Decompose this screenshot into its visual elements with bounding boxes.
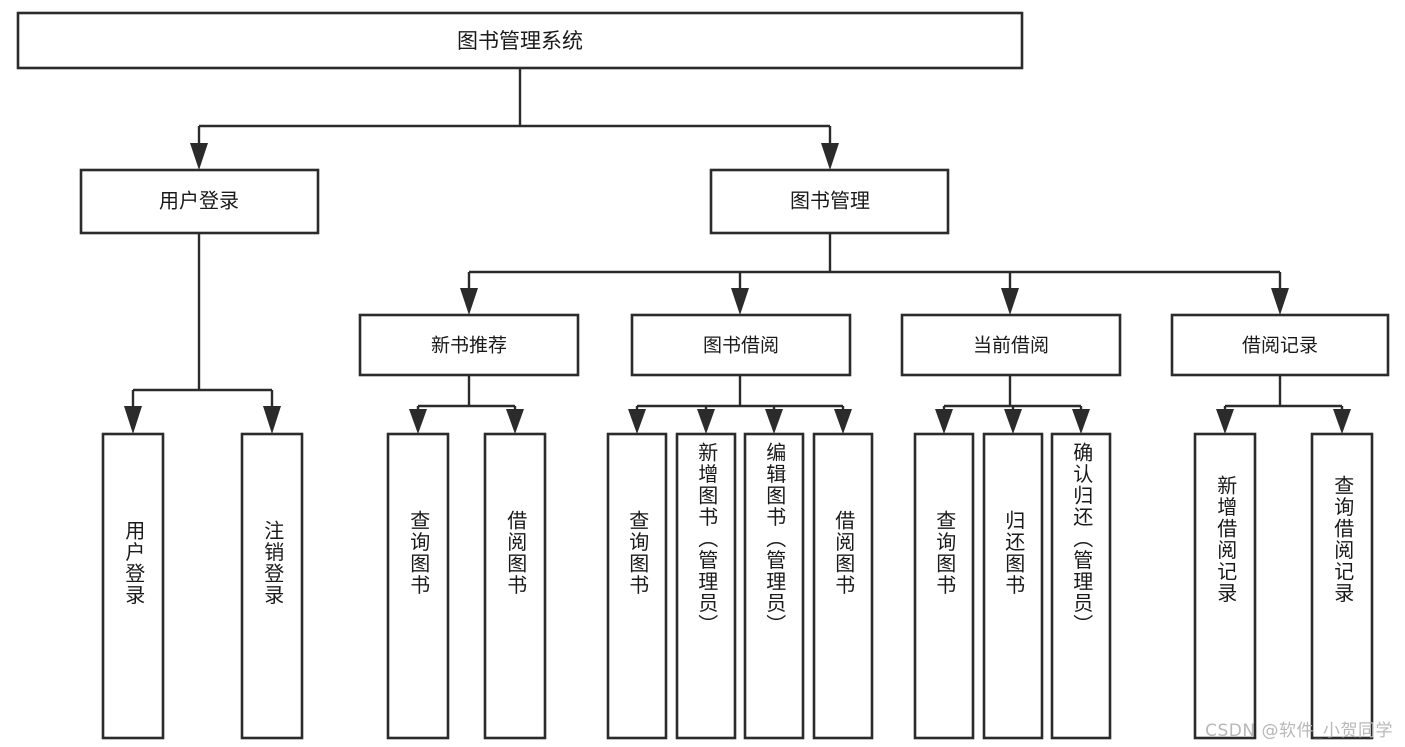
arrow-to-new-book — [460, 288, 478, 315]
node-borrow-record-rect[interactable] — [1170, 313, 1390, 377]
node-root[interactable]: 图书管理系统 — [16, 11, 1024, 70]
node-book-management[interactable]: 图书管理 — [709, 168, 950, 235]
arrow-bb-leaf1 — [628, 409, 646, 434]
node-user-login-rect[interactable] — [79, 168, 320, 235]
node-book-borrow[interactable]: 图书借阅 — [630, 313, 852, 377]
node-new-book-recommend[interactable]: 新书推荐 — [358, 313, 580, 377]
node-user-login-label: 用户登录 — [159, 189, 239, 213]
arrow-nb-leaf1 — [409, 409, 427, 434]
connector-group-root — [190, 68, 839, 170]
arrow-nb-leaf2 — [506, 409, 524, 434]
arrow-cb-leaf2 — [1004, 409, 1022, 434]
node-current-borrow-label: 当前借阅 — [973, 335, 1049, 357]
node-borrow-record[interactable]: 借阅记录 — [1170, 313, 1390, 377]
node-book-borrow-label: 图书借阅 — [703, 335, 779, 357]
node-book-management-rect[interactable] — [709, 168, 950, 235]
arrow-cb-leaf3 — [1072, 409, 1090, 434]
node-current-borrow[interactable]: 当前借阅 — [900, 313, 1122, 377]
leaf-box-user-login-2[interactable] — [240, 432, 304, 740]
connector-group-new-book — [409, 375, 524, 434]
connector-group-book-borrow — [628, 375, 852, 434]
node-user-login[interactable]: 用户登录 — [79, 168, 320, 235]
leaf-box-new-book-2[interactable] — [483, 432, 547, 740]
node-book-management-label: 图书管理 — [790, 189, 870, 213]
leaf-box-borrow-record-2[interactable] — [1310, 432, 1374, 740]
arrow-to-book-borrow — [731, 288, 749, 315]
arrow-to-book-mgmt — [821, 143, 839, 170]
leaf-box-book-borrow-2[interactable] — [675, 432, 737, 740]
arrow-bb-leaf2 — [697, 409, 715, 434]
connector-group-book-mgmt — [460, 233, 1289, 315]
leaf-box-user-login-1[interactable] — [101, 432, 165, 740]
arrow-to-current-borrow — [1001, 288, 1019, 315]
leaf-box-book-borrow-3[interactable] — [743, 432, 805, 740]
connector-group-borrow-record — [1216, 375, 1351, 434]
arrow-ul-leaf1 — [124, 406, 142, 434]
leaf-box-new-book-1[interactable] — [386, 432, 450, 740]
arrow-br-leaf2 — [1333, 409, 1351, 434]
leaf-box-book-borrow-4[interactable] — [812, 432, 874, 740]
leaf-box-borrow-record-1[interactable] — [1193, 432, 1257, 740]
node-new-book-recommend-rect[interactable] — [358, 313, 580, 377]
leaf-box-book-borrow-1[interactable] — [606, 432, 668, 740]
leaf-box-current-borrow-1[interactable] — [913, 432, 975, 740]
arrow-bb-leaf4 — [834, 409, 852, 434]
node-new-book-recommend-label: 新书推荐 — [431, 335, 507, 357]
node-root-rect[interactable] — [16, 11, 1024, 70]
watermark-text: CSDN @软件_小贺同学 — [1205, 721, 1393, 741]
arrow-to-borrow-record — [1271, 288, 1289, 315]
arrow-to-user-login — [190, 143, 208, 170]
connector-group-current-borrow — [935, 375, 1090, 434]
node-borrow-record-label: 借阅记录 — [1242, 335, 1318, 357]
arrow-bb-leaf3 — [765, 409, 783, 434]
arrow-br-leaf1 — [1216, 409, 1234, 434]
node-book-borrow-rect[interactable] — [630, 313, 852, 377]
arrow-cb-leaf1 — [935, 409, 953, 434]
connector-group-user-login — [124, 233, 281, 434]
arrow-ul-leaf2 — [263, 406, 281, 434]
leaf-box-current-borrow-2[interactable] — [982, 432, 1044, 740]
node-current-borrow-rect[interactable] — [900, 313, 1122, 377]
node-root-label: 图书管理系统 — [457, 29, 583, 53]
leaf-box-current-borrow-3[interactable] — [1050, 432, 1112, 740]
